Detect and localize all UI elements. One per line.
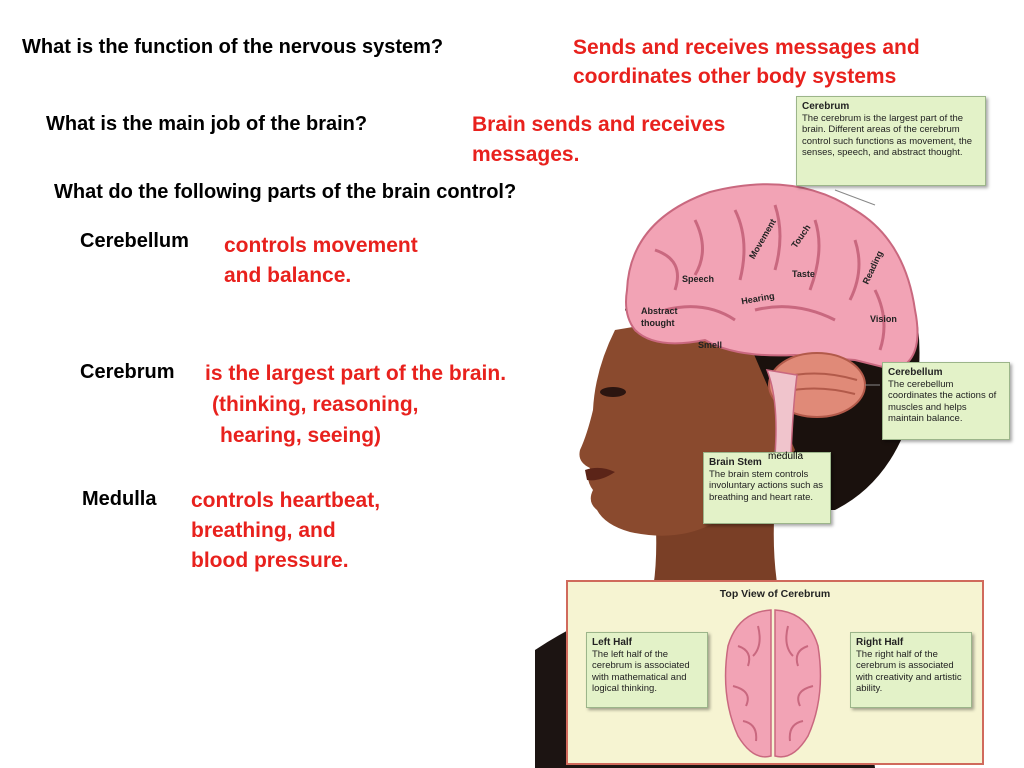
callout-cerebrum-body: The cerebrum is the largest part of the … — [802, 112, 973, 159]
medulla-answer-line2: breathing, and — [191, 519, 336, 542]
question-brain-job: What is the main job of the brain? — [46, 113, 368, 135]
callout-brain-stem-title: Brain Stem — [709, 457, 762, 468]
question-brain-parts: What do the following parts of the brain… — [54, 181, 517, 203]
callout-cerebellum-title: Cerebellum — [888, 367, 943, 378]
callout-right-half: Right Half The right half of the cerebru… — [850, 632, 972, 708]
right-half-body: The right half of the cerebrum is associ… — [856, 648, 962, 695]
top-view-panel: Top View of Cerebrum Left Half The left … — [566, 580, 984, 765]
question-nervous-system: What is the function of the nervous syst… — [22, 36, 444, 58]
label-smell: Smell — [698, 340, 722, 350]
answer-nervous-system-line2: coordinates other body systems — [573, 65, 897, 88]
cerebellum-answer-line1: controls movement — [224, 234, 418, 257]
term-cerebellum: Cerebellum — [80, 230, 189, 252]
callout-brain-stem-body: The brain stem controls involuntary acti… — [709, 468, 824, 503]
top-view-brain — [724, 609, 822, 758]
top-view-title: Top View of Cerebrum — [719, 588, 831, 600]
callout-cerebrum: Cerebrum The cerebrum is the largest par… — [796, 96, 986, 186]
label-abstract-l1: Abstract — [641, 306, 678, 316]
label-speech: Speech — [682, 274, 714, 284]
cerebellum-answer-line2: and balance. — [224, 264, 352, 287]
label-medulla: medulla — [768, 451, 804, 462]
cerebrum-answer-line1: is the largest part of the brain. — [205, 362, 507, 385]
callout-cerebellum: Cerebellum The cerebellum coordinates th… — [882, 362, 1010, 440]
term-medulla: Medulla — [82, 488, 157, 510]
medulla-answer-line1: controls heartbeat, — [191, 489, 381, 512]
callout-brain-stem: Brain Stem The brain stem controls invol… — [703, 452, 831, 524]
medulla-answer-line3: blood pressure. — [191, 549, 349, 572]
callout-cerebellum-body: The cerebellum coordinates the actions o… — [888, 378, 997, 425]
answer-brain-job-line1: Brain sends and receives — [472, 113, 726, 136]
answer-nervous-system-line1: Sends and receives messages and — [573, 36, 920, 59]
cerebrum-answer-line2: (thinking, reasoning, — [212, 393, 419, 416]
label-taste: Taste — [792, 269, 815, 279]
callout-cerebrum-title: Cerebrum — [802, 101, 850, 112]
label-vision: Vision — [870, 314, 897, 324]
eye — [600, 387, 626, 397]
brain-cerebrum — [625, 183, 919, 372]
term-cerebrum: Cerebrum — [80, 361, 175, 383]
answer-brain-job-line2: messages. — [472, 143, 580, 166]
cerebrum-answer-line3: hearing, seeing) — [220, 424, 382, 447]
label-abstract-l2: thought — [641, 318, 674, 328]
left-half-body: The left half of the cerebrum is associa… — [592, 648, 690, 695]
right-half-title: Right Half — [856, 637, 904, 648]
callout-left-half: Left Half The left half of the cerebrum … — [586, 632, 708, 708]
lips — [585, 467, 615, 481]
left-half-title: Left Half — [592, 637, 632, 648]
